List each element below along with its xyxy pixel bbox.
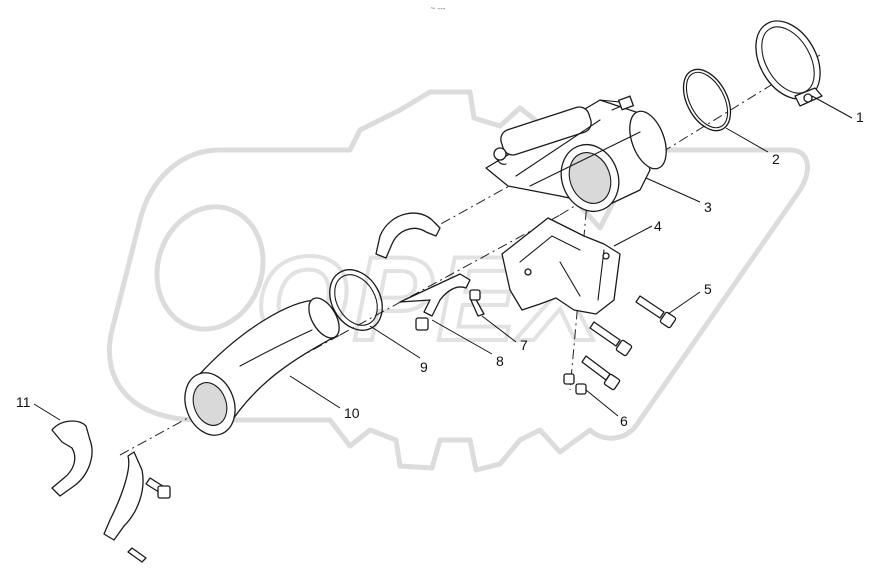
part-band-clamp xyxy=(755,20,823,107)
part-long-bolt xyxy=(635,295,677,329)
callout-8: 8 xyxy=(496,353,504,369)
part-exhaust-brake-valve xyxy=(485,95,667,213)
callout-11: 11 xyxy=(16,394,31,410)
callout-6: 6 xyxy=(620,413,628,429)
leader-lines xyxy=(33,95,853,421)
corner-mark: ~ --- xyxy=(431,4,446,13)
part-mounting-bracket xyxy=(501,217,621,315)
part-small-bolt xyxy=(469,289,485,317)
part-saddle-clamps xyxy=(375,212,471,331)
part-bolt-set xyxy=(563,321,633,395)
part-o-ring-seal xyxy=(682,68,732,132)
callout-3: 3 xyxy=(704,199,712,215)
callout-4: 4 xyxy=(654,218,662,234)
callout-7: 7 xyxy=(520,337,528,353)
part-support-clamp xyxy=(51,420,171,563)
callout-5: 5 xyxy=(704,281,712,297)
callout-1: 1 xyxy=(856,109,864,125)
part-exhaust-pipe xyxy=(184,297,340,436)
callout-2: 2 xyxy=(772,151,780,167)
callout-10: 10 xyxy=(344,405,360,421)
callout-labels: 1 2 3 4 5 6 7 8 9 10 11 xyxy=(16,109,864,429)
callout-9: 9 xyxy=(420,359,428,375)
